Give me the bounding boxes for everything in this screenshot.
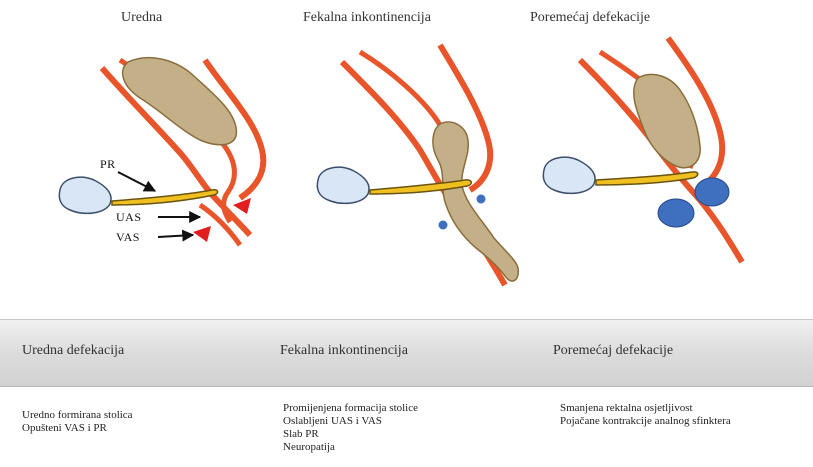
stool-mass (433, 122, 518, 281)
list-item: Uredno formirana stolica (22, 409, 133, 422)
pr-label: PR (100, 157, 116, 172)
red-marker-2 (193, 226, 211, 242)
vas-label: VAS (116, 230, 140, 245)
list-item: Neuropatija (283, 441, 418, 454)
list-item: Oslabljeni UAS i VAS (283, 415, 418, 428)
list-item: Opušteni VAS i PR (22, 422, 133, 435)
table-column-normal: Uredno formirana stolica Opušteni VAS i … (22, 409, 133, 435)
bladder (317, 167, 369, 203)
contracted-sphincter-1 (695, 178, 729, 206)
list-item: Slab PR (283, 428, 418, 441)
anatomy-diagram (0, 0, 813, 320)
weak-sphincter-dot-1 (477, 195, 486, 204)
stool-mass (123, 58, 237, 145)
red-marker-1 (233, 198, 251, 214)
puborectalis-muscle (112, 190, 218, 205)
bladder (543, 157, 595, 193)
list-item: Promijenjena formacija stolice (283, 402, 418, 415)
table-header-disorder: Poremećaj defekacije (553, 343, 673, 359)
table-header-normal: Uredna defekacija (22, 343, 124, 359)
panel-disorder-anatomy (543, 38, 742, 262)
panel-incontinence-anatomy (317, 45, 518, 285)
vas-arrow (158, 235, 193, 237)
contracted-sphincter-2 (658, 199, 694, 227)
bladder (59, 177, 111, 213)
list-item: Pojačane kontrakcije analnog sfinktera (560, 415, 731, 428)
weak-sphincter-dot-2 (439, 221, 448, 230)
stool-mass (634, 74, 700, 167)
table-header-incontinence: Fekalna inkontinencija (280, 343, 408, 359)
table-column-incontinence: Promijenjena formacija stolice Oslabljen… (283, 402, 418, 454)
panel-normal-anatomy (59, 58, 263, 245)
list-item: Smanjena rektalna osjetljivost (560, 402, 731, 415)
pr-arrow (118, 172, 155, 191)
table-column-disorder: Smanjena rektalna osjetljivost Pojačane … (560, 402, 731, 428)
uas-label: UAS (116, 210, 142, 225)
